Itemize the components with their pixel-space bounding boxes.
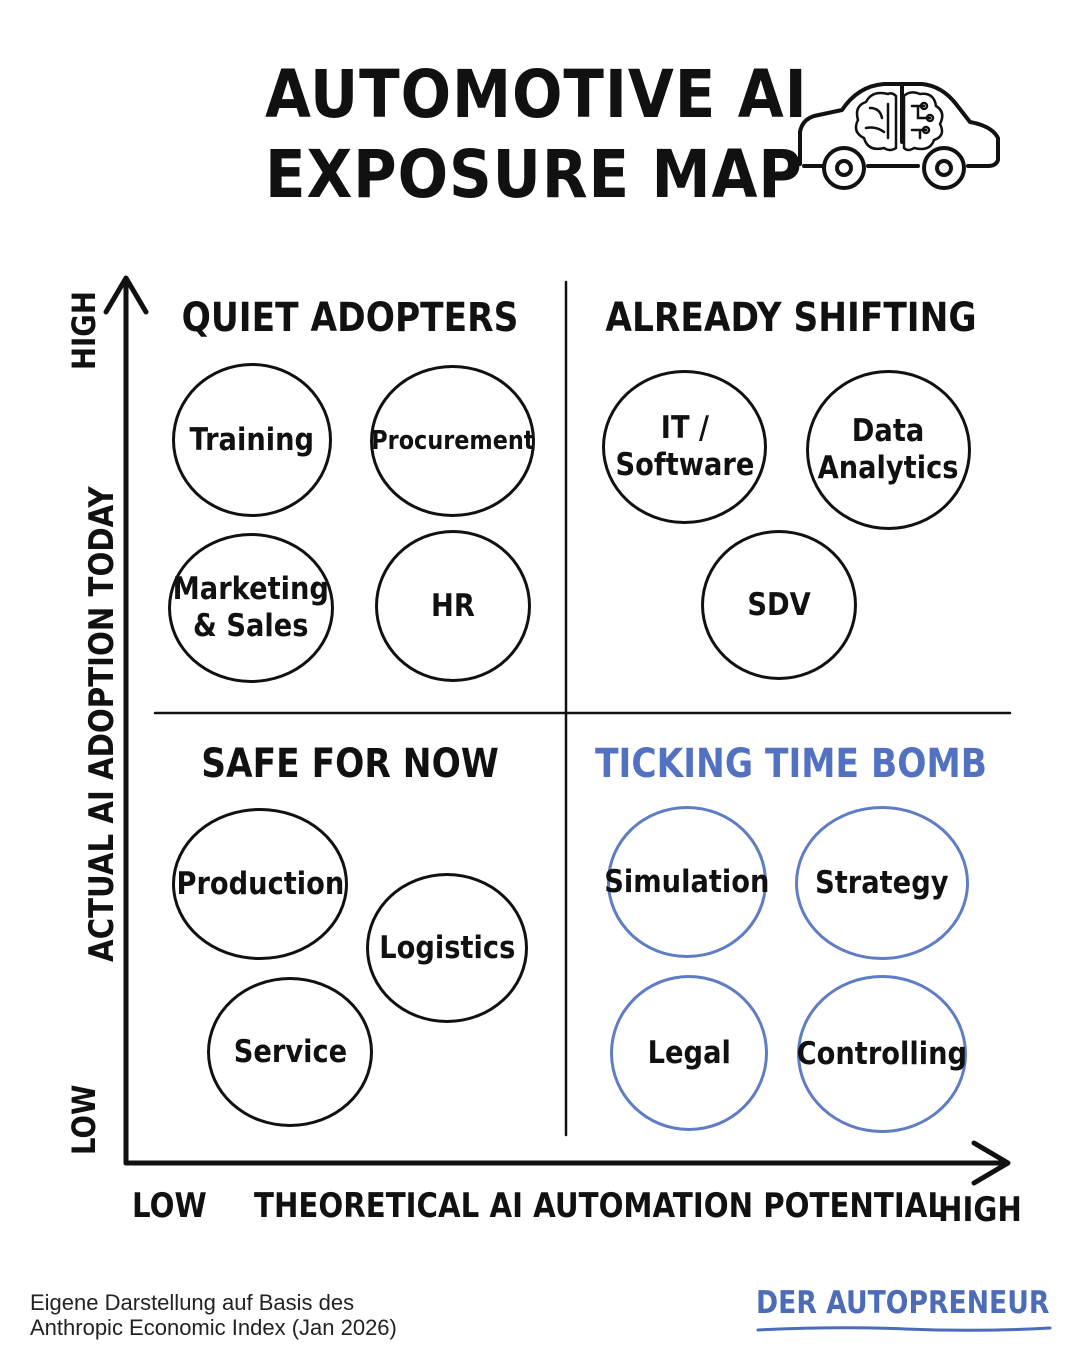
brand-underline <box>756 1326 1052 1332</box>
item-procurement: Procurement <box>370 365 535 517</box>
source-note-line-2: Anthropic Economic Index (Jan 2026) <box>30 1315 397 1340</box>
item-data-analytics-label: Data Analytics <box>818 413 959 486</box>
item-production: Production <box>172 808 348 960</box>
item-hr: HR <box>375 530 531 682</box>
page-title: AUTOMOTIVE AI EXPOSURE MAP <box>265 55 808 215</box>
item-service-label: Service <box>233 1033 347 1070</box>
item-legal-label: Legal <box>647 1034 731 1071</box>
source-note: Eigene Darstellung auf Basis des Anthrop… <box>30 1290 397 1340</box>
item-training-label: Training <box>189 421 315 458</box>
item-procurement-label: Procurement <box>370 425 535 456</box>
item-it-software-label: IT / Software <box>615 410 754 483</box>
item-controlling-label: Controlling <box>796 1035 968 1072</box>
title-line-2: EXPOSURE MAP <box>265 136 803 213</box>
quadrant-title-already-shifting: ALREADY SHIFTING <box>605 295 977 341</box>
quadrant-title-ticking-time-bomb: TICKING TIME BOMB <box>595 741 987 787</box>
item-simulation-label: Simulation <box>604 863 770 900</box>
item-hr-label: HR <box>431 587 475 624</box>
brand-logo-text: DER AUTOPRENEUR <box>756 1285 1050 1321</box>
x-axis-high-label: HIGH <box>938 1190 1022 1230</box>
item-controlling: Controlling <box>797 975 967 1133</box>
source-note-line-1: Eigene Darstellung auf Basis des <box>30 1290 355 1315</box>
y-axis-arrowhead <box>103 275 149 315</box>
y-axis-title: ACTUAL AI ADOPTION TODAY <box>82 486 122 962</box>
item-data-analytics: Data Analytics <box>806 370 971 530</box>
item-logistics: Logistics <box>366 873 528 1023</box>
item-it-software: IT / Software <box>602 370 767 524</box>
item-sdv-label: SDV <box>747 586 811 623</box>
item-strategy: Strategy <box>795 806 969 960</box>
item-logistics-label: Logistics <box>378 929 516 966</box>
item-service: Service <box>207 977 373 1127</box>
item-strategy-label: Strategy <box>815 864 949 901</box>
title-line-1: AUTOMOTIVE AI <box>265 56 808 133</box>
item-marketing-sales: Marketing & Sales <box>168 533 334 683</box>
item-training: Training <box>172 363 332 517</box>
item-production-label: Production <box>176 865 344 902</box>
x-axis-title: THEORETICAL AI AUTOMATION POTENTIAL <box>254 1186 946 1226</box>
y-axis-low-label: LOW <box>65 1084 103 1155</box>
car-with-brain-icon <box>798 82 1000 190</box>
item-simulation: Simulation <box>604 806 770 958</box>
item-marketing-sales-label: Marketing & Sales <box>172 571 330 644</box>
quadrant-title-safe-for-now: SAFE FOR NOW <box>201 741 499 787</box>
x-axis-low-label: LOW <box>132 1186 207 1226</box>
y-axis-high-label: HIGH <box>65 291 103 370</box>
x-axis-arrowhead <box>971 1140 1011 1186</box>
item-legal: Legal <box>610 975 768 1131</box>
quadrant-title-quiet-adopters: QUIET ADOPTERS <box>181 295 519 341</box>
item-sdv: SDV <box>701 530 857 680</box>
